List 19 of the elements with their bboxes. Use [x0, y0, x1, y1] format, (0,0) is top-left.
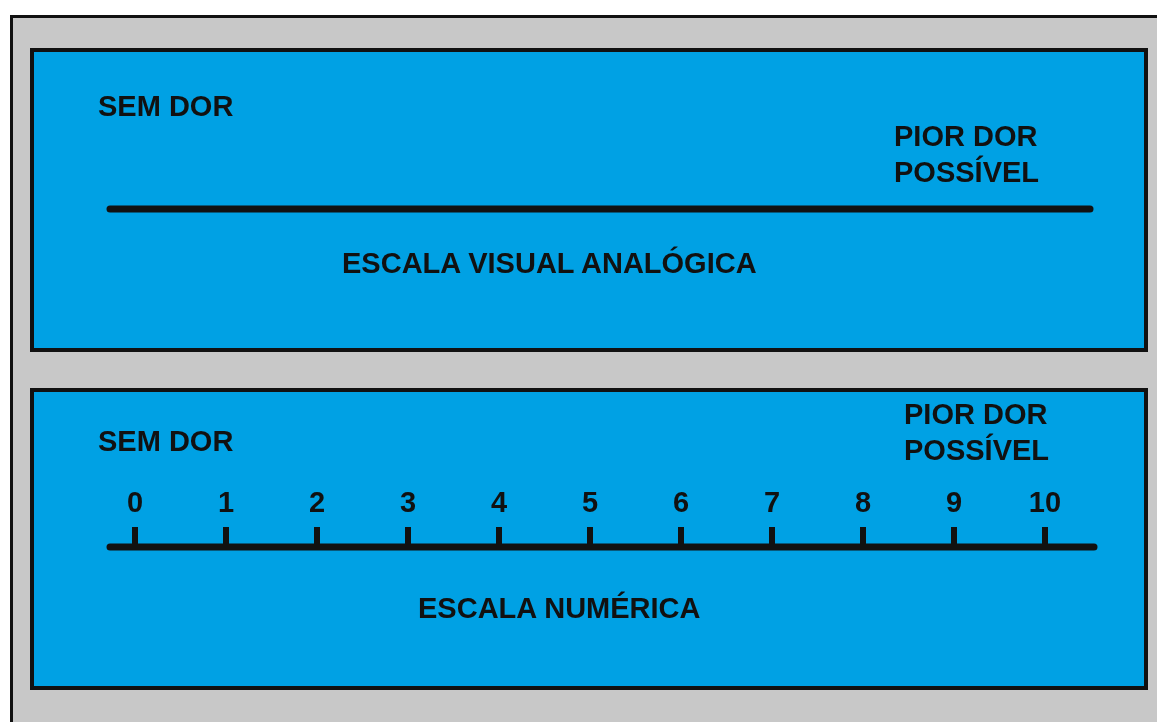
scale-text: SEM DOR — [98, 89, 234, 124]
scale-text: PIOR DOR POSSÍVEL — [894, 119, 1041, 190]
scale-number: 1 — [216, 485, 236, 520]
scale-text: PIOR DOR POSSÍVEL — [904, 397, 1051, 468]
scale-number: 3 — [398, 485, 418, 520]
scale-text: SEM DOR — [98, 424, 234, 459]
scale-number: 6 — [671, 485, 691, 520]
scale-text: ESCALA VISUAL ANALÓGICA — [342, 245, 757, 281]
scale-number: 9 — [944, 485, 964, 520]
scale-panel — [30, 48, 1148, 352]
scale-number: 7 — [762, 485, 782, 520]
scale-number: 8 — [853, 485, 873, 520]
scale-number: 0 — [125, 485, 145, 520]
scale-number: 4 — [489, 485, 509, 520]
scale-number: 2 — [307, 485, 327, 520]
scale-text: ESCALA NUMÉRICA — [418, 590, 701, 626]
scale-number: 10 — [1027, 485, 1063, 520]
scale-number: 5 — [580, 485, 600, 520]
scale-panel — [30, 388, 1148, 690]
